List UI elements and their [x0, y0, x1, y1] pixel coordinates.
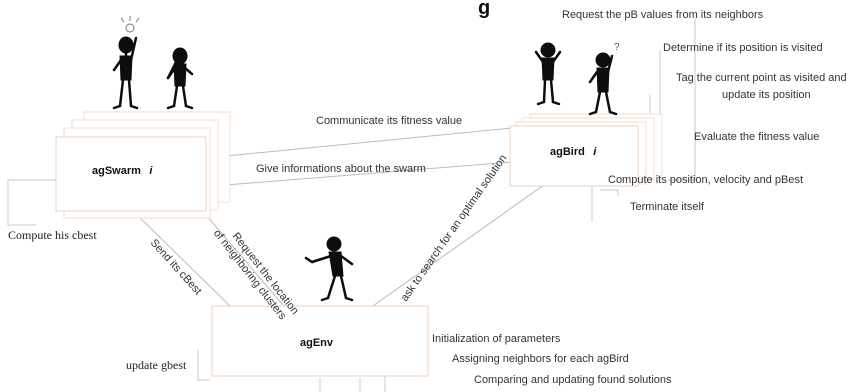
- msg-send-cbest: Send its cBest: [148, 237, 204, 297]
- env-task-assign-neighbors: Assigning neighbors for each agBird: [452, 353, 629, 365]
- msg-ask-search: ask to search for an optimal solution: [399, 153, 510, 304]
- bird-task-tag-visited-1: Tag the current point as visited and: [676, 72, 847, 84]
- msg-communicate-fitness: Communicate its fitness value: [316, 115, 462, 127]
- thinking-person-icon: [112, 16, 140, 110]
- standing-person-icon: [534, 42, 562, 106]
- msg-give-info: Give informations about the swarm: [256, 163, 426, 175]
- agbird-label: agBird: [550, 146, 585, 158]
- env-task-update-gbest: update gbest: [126, 358, 187, 372]
- pondering-person-icon: [166, 47, 194, 110]
- agswarm-index: i: [149, 165, 153, 177]
- agenv-box: agEnv: [211, 305, 429, 377]
- bird-task-tag-visited-2: update its position: [722, 89, 811, 101]
- agswarm-box: agSwarm i: [55, 111, 231, 219]
- agbird-box: agBird i: [509, 113, 663, 187]
- pointing-person-icon: [304, 236, 354, 302]
- bird-task-evaluate-fitness: Evaluate the fitness value: [694, 131, 819, 143]
- env-task-compare-solutions: Comparing and updating found solutions: [474, 374, 672, 386]
- env-task-initialization: Initialization of parameters: [432, 333, 561, 345]
- svg-text:agSwarm i: agSwarm i: [92, 161, 153, 178]
- title-partial: g: [478, 0, 490, 19]
- bird-task-compute-position: Compute its position, velocity and pBest: [608, 174, 803, 186]
- bird-task-request-pb: Request the pB values from its neighbors: [562, 9, 764, 21]
- bird-task-terminate: Terminate itself: [630, 201, 705, 213]
- confused-person-icon: ?: [588, 42, 620, 116]
- agbird-index: i: [593, 146, 597, 158]
- msg-send-cbest-group: Send its cBest: [148, 237, 204, 297]
- connector-lines: [129, 127, 569, 309]
- swarm-cbest-bracket: [7, 179, 58, 226]
- agswarm-label: agSwarm: [92, 165, 141, 177]
- swarm-task-compute-cbest: Compute his cbest: [8, 228, 97, 242]
- env-task-brackets: [197, 350, 386, 392]
- msg-ask-search-group: ask to search for an optimal solution: [399, 153, 510, 304]
- agenv-label: agEnv: [300, 337, 334, 349]
- bird-task-determine-visited: Determine if its position is visited: [663, 42, 823, 54]
- svg-text:?: ?: [614, 42, 620, 53]
- svg-text:agBird i: agBird i: [550, 142, 597, 159]
